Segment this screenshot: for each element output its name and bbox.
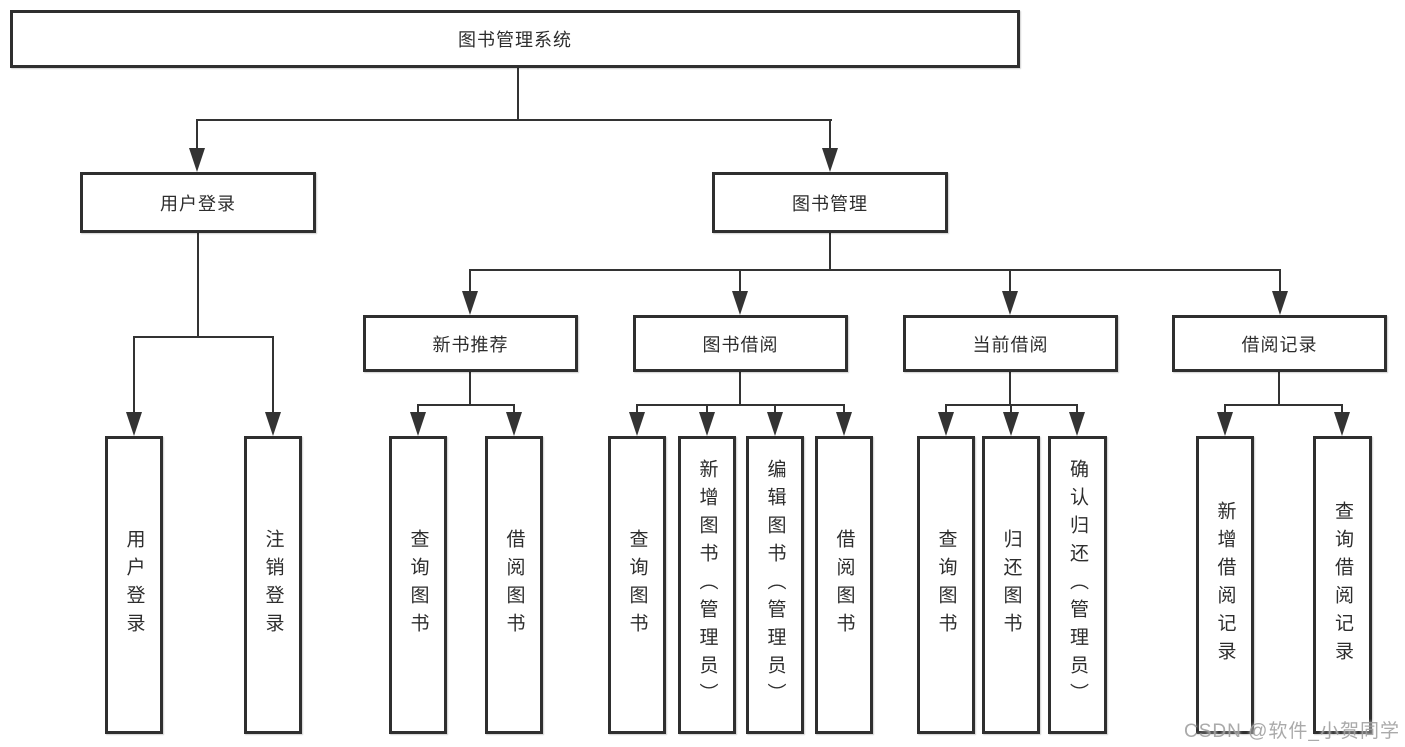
arrow-down-icon (699, 412, 715, 436)
arrow-down-icon (1002, 291, 1018, 315)
connector-line (1224, 404, 1343, 406)
arrow-down-icon (938, 412, 954, 436)
node-label-leaf-nb-borrow-books: 借阅图书 (503, 529, 525, 641)
arrow-down-icon (189, 148, 205, 172)
node-root: 图书管理系统 (10, 10, 1020, 68)
connector-line (196, 119, 832, 121)
node-leaf-bb-add-books: 新增图书（管理员） (678, 436, 736, 734)
node-leaf-bb-borrow-books: 借阅图书 (815, 436, 873, 734)
connector-arrow-shaft (513, 405, 515, 418)
node-label-leaf-logout: 注销登录 (262, 529, 284, 641)
node-label-borrowing-records: 借阅记录 (1241, 334, 1318, 355)
connector-line (133, 336, 274, 338)
connector-arrow-shaft (1010, 405, 1012, 418)
node-new-book-recommend: 新书推荐 (363, 315, 578, 372)
node-label-leaf-user-login: 用户登录 (123, 529, 145, 641)
arrow-down-icon (1003, 412, 1019, 436)
connector-line (197, 233, 199, 337)
node-leaf-nb-query-books: 查询图书 (389, 436, 447, 734)
node-leaf-logout: 注销登录 (244, 436, 302, 734)
node-leaf-nb-borrow-books: 借阅图书 (485, 436, 543, 734)
connector-arrow-shaft (417, 405, 419, 418)
node-label-user-login: 用户登录 (160, 193, 236, 214)
connector-arrow-shaft (1076, 405, 1078, 418)
connector-line (1009, 372, 1011, 405)
node-label-leaf-br-add-record: 新增借阅记录 (1214, 501, 1236, 669)
node-label-leaf-br-query-record: 查询借阅记录 (1332, 501, 1353, 669)
node-book-management: 图书管理 (712, 172, 948, 233)
connector-arrow-shaft (1279, 270, 1281, 297)
connector-line (1278, 372, 1280, 405)
node-label-book-management: 图书管理 (792, 193, 868, 214)
arrow-down-icon (410, 412, 426, 436)
arrow-down-icon (1334, 412, 1350, 436)
node-leaf-bb-query-books: 查询图书 (608, 436, 666, 734)
connector-arrow-shaft (945, 405, 947, 418)
node-label-leaf-cb-confirm-return: 确认归还（管理员） (1067, 459, 1088, 711)
node-label-current-borrowing: 当前借阅 (972, 334, 1049, 355)
node-leaf-user-login: 用户登录 (105, 436, 163, 734)
connector-arrow-shaft (469, 270, 471, 297)
connector-arrow-shaft (706, 405, 708, 418)
node-label-leaf-bb-add-books: 新增图书（管理员） (696, 459, 718, 711)
node-label-leaf-cb-return-books: 归还图书 (1000, 529, 1022, 641)
connector-arrow-shaft (739, 270, 741, 297)
connector-line (469, 372, 471, 405)
arrow-down-icon (822, 148, 838, 172)
arrow-down-icon (506, 412, 522, 436)
connector-arrow-shaft (829, 120, 831, 154)
node-leaf-cb-query-books: 查询图书 (917, 436, 975, 734)
node-label-leaf-cb-query-books: 查询图书 (935, 529, 957, 641)
node-label-leaf-bb-query-books: 查询图书 (626, 529, 648, 641)
connector-arrow-shaft (1009, 270, 1011, 297)
arrow-down-icon (629, 412, 645, 436)
arrow-down-icon (732, 291, 748, 315)
arrow-down-icon (462, 291, 478, 315)
connector-arrow-shaft (1224, 405, 1226, 418)
connector-arrow-shaft (774, 405, 776, 418)
connector-line (469, 269, 1281, 271)
arrow-down-icon (265, 412, 281, 436)
connector-line (739, 372, 741, 405)
connector-arrow-shaft (1341, 405, 1343, 418)
node-label-new-book-recommend: 新书推荐 (432, 334, 509, 355)
connector-line (829, 233, 831, 270)
node-borrowing-records: 借阅记录 (1172, 315, 1387, 372)
node-label-leaf-bb-borrow-books: 借阅图书 (833, 529, 855, 641)
arrow-down-icon (1272, 291, 1288, 315)
node-label-leaf-bb-edit-books: 编辑图书（管理员） (764, 459, 786, 711)
node-book-borrowing: 图书借阅 (633, 315, 848, 372)
connector-arrow-shaft (133, 337, 135, 418)
node-current-borrowing: 当前借阅 (903, 315, 1118, 372)
arrow-down-icon (767, 412, 783, 436)
node-leaf-cb-return-books: 归还图书 (982, 436, 1040, 734)
connector-arrow-shaft (843, 405, 845, 418)
node-leaf-br-query-record: 查询借阅记录 (1313, 436, 1372, 734)
node-leaf-br-add-record: 新增借阅记录 (1196, 436, 1254, 734)
connector-arrow-shaft (196, 120, 198, 154)
csdn-watermark: CSDN @软件_小贺同学 (1184, 721, 1400, 742)
arrow-down-icon (836, 412, 852, 436)
connector-line (517, 68, 519, 120)
connector-line (636, 404, 845, 406)
node-leaf-cb-confirm-return: 确认归还（管理员） (1048, 436, 1107, 734)
node-label-leaf-nb-query-books: 查询图书 (407, 529, 429, 641)
connector-arrow-shaft (636, 405, 638, 418)
connector-line (417, 404, 515, 406)
node-label-root: 图书管理系统 (458, 30, 572, 50)
connector-arrow-shaft (272, 337, 274, 418)
node-label-book-borrowing: 图书借阅 (702, 334, 779, 355)
node-leaf-bb-edit-books: 编辑图书（管理员） (746, 436, 804, 734)
arrow-down-icon (126, 412, 142, 436)
node-user-login: 用户登录 (80, 172, 316, 233)
arrow-down-icon (1069, 412, 1085, 436)
arrow-down-icon (1217, 412, 1233, 436)
